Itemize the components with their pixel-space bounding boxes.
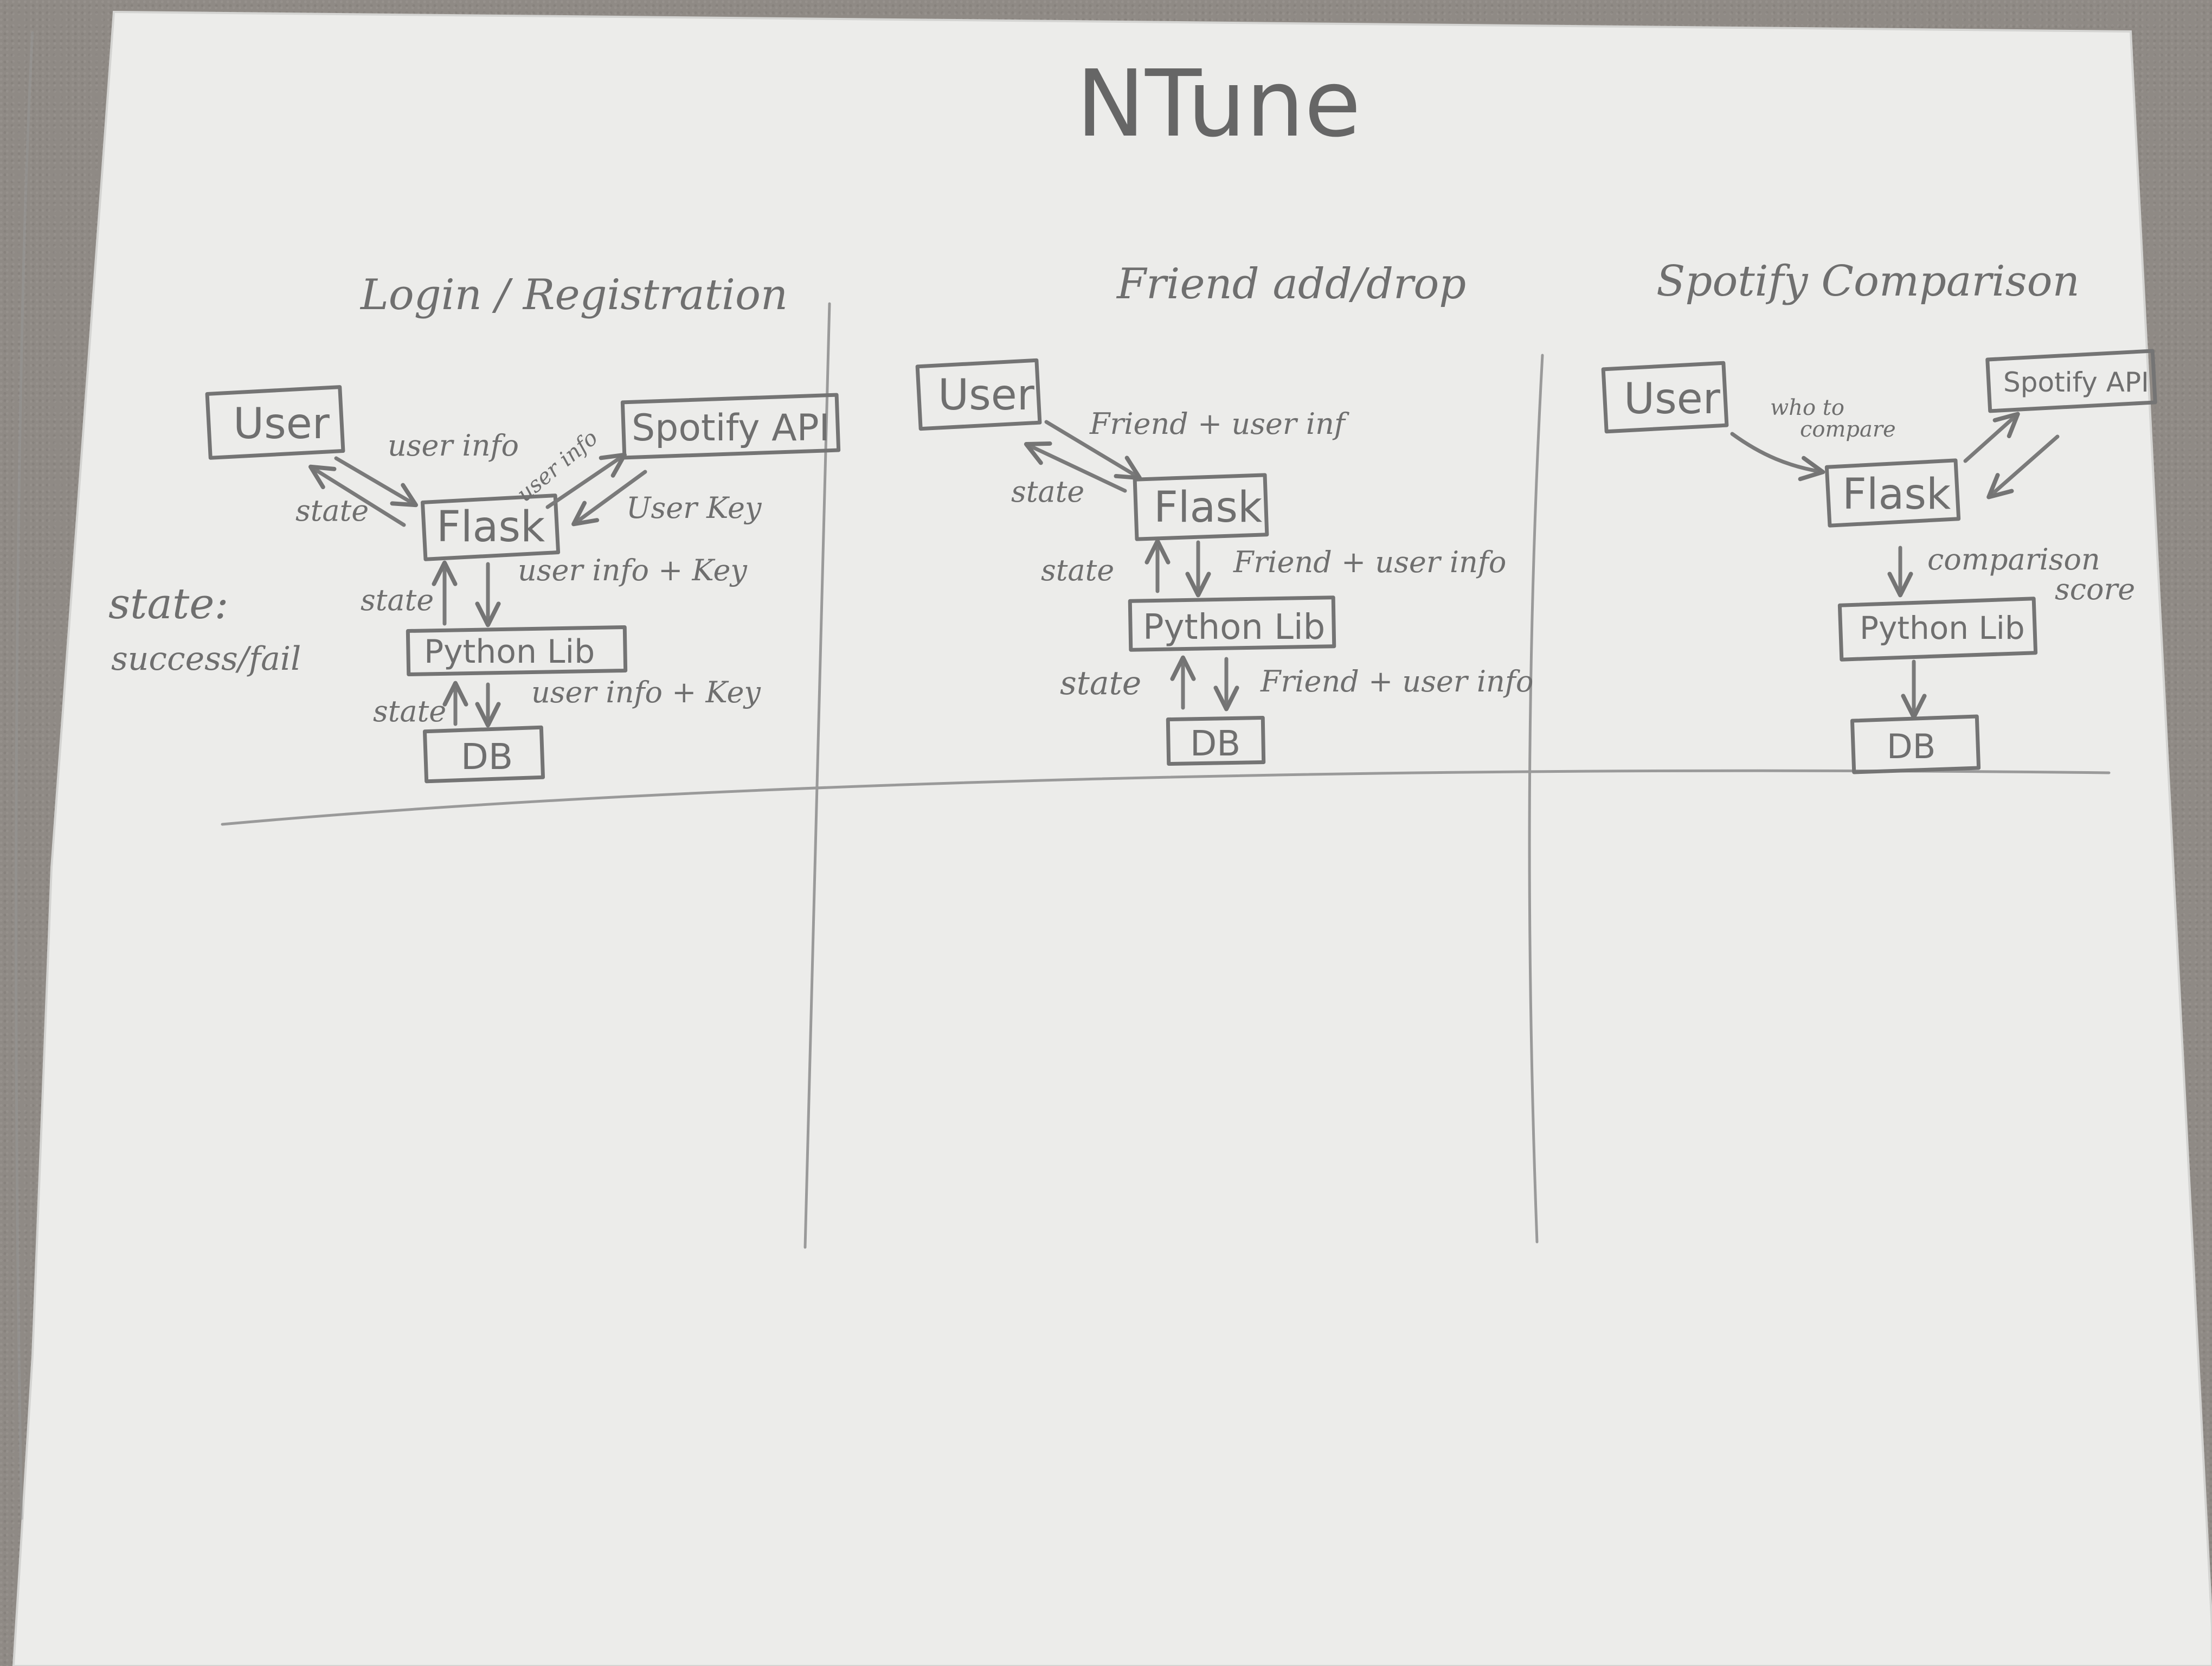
lbl-friend-user-lib-friend: Friend + user info (1233, 545, 1506, 579)
note-state-line2: success/fail (111, 640, 301, 678)
lbl-user-info-key-db-login: user info + Key (531, 675, 761, 709)
lbl-user-info-key-login: user info + Key (518, 553, 748, 587)
arrow-flask-to-spotify-login (545, 452, 627, 509)
label-spotify-login: Spotify API (632, 407, 830, 450)
label-flask-login: Flask (436, 503, 545, 552)
lbl-who-line2-compare: compare (1800, 417, 1896, 442)
row-divider (221, 769, 2111, 826)
lbl-friend-user-friend: Friend + user inf (1089, 407, 1349, 441)
arrow-flask-to-spotify-compare (1963, 412, 2020, 463)
label-spotify-compare: Spotify API (2003, 367, 2149, 398)
lbl-user-info-login: user info (388, 428, 519, 463)
node-db-login (422, 725, 545, 784)
column-divider-left (803, 302, 831, 1249)
label-db-compare: DB (1887, 727, 1935, 766)
lbl-who-line1-compare: who to (1770, 395, 1844, 420)
arrow-user-to-flask-login (334, 456, 419, 508)
lbl-state-user-friend: state (1011, 475, 1084, 509)
paper-sheet (12, 10, 2212, 1666)
node-user-friend (915, 358, 1042, 431)
lbl-user-key-login: User Key (626, 491, 762, 525)
lbl-state-db-friend: state (1060, 664, 1141, 702)
note-state-line1: state: (108, 580, 229, 629)
arrow-flask-to-user-login (308, 464, 406, 527)
label-flask-compare: Flask (1842, 470, 1951, 519)
arrow-flask-to-user-friend (1024, 441, 1127, 493)
arrow-user-to-flask-friend (1044, 420, 1142, 480)
node-db-friend (1166, 715, 1266, 766)
lbl-score-line1-compare: comparison (1927, 542, 2100, 576)
arrow-user-to-flask-compare (1730, 432, 1825, 482)
lbl-state-db-login: state (373, 694, 446, 728)
diagram-title: NTune (1076, 50, 1361, 158)
label-flask-friend: Flask (1154, 483, 1262, 532)
section-friend: Friend add/drop User Flask Python Lib DB… (915, 260, 1533, 766)
column-divider-right (1528, 354, 1544, 1244)
lbl-state-user-login: state (295, 494, 369, 528)
node-flask-friend (1133, 473, 1269, 541)
lbl-friend-user-db-friend: Friend + user info (1260, 664, 1533, 699)
node-flask-compare (1824, 458, 1961, 528)
arrow-spotify-to-flask-compare (1986, 434, 2060, 499)
node-user-login (205, 385, 345, 460)
heading-compare: Spotify Comparison (1656, 257, 2080, 306)
node-user-compare (1601, 361, 1729, 434)
arrow-spotify-to-flask-login (571, 470, 647, 527)
label-user-login: User (233, 400, 330, 448)
section-compare: Spotify Comparison User Spotify API Flas… (1601, 257, 2157, 774)
label-user-compare: User (1624, 375, 1721, 424)
node-spotify-compare (1985, 349, 2157, 413)
lbl-state-lib-friend: state (1041, 553, 1114, 587)
node-lib-compare (1837, 597, 2038, 662)
label-lib-compare: Python Lib (1860, 610, 2025, 646)
label-db-friend: DB (1190, 724, 1240, 764)
lbl-score-line2-compare: score (2055, 572, 2135, 606)
node-lib-login (406, 625, 628, 676)
lbl-state-lib-login: state (361, 583, 434, 617)
label-lib-login: Python Lib (424, 633, 595, 671)
heading-friend: Friend add/drop (1116, 260, 1466, 309)
label-db-login: DB (461, 736, 513, 778)
label-user-friend: User (938, 371, 1035, 420)
node-lib-friend (1128, 595, 1336, 652)
node-flask-login (420, 494, 561, 561)
heading-login: Login / Registration (359, 271, 788, 319)
label-lib-friend: Python Lib (1143, 607, 1325, 648)
node-spotify-login (620, 393, 841, 460)
